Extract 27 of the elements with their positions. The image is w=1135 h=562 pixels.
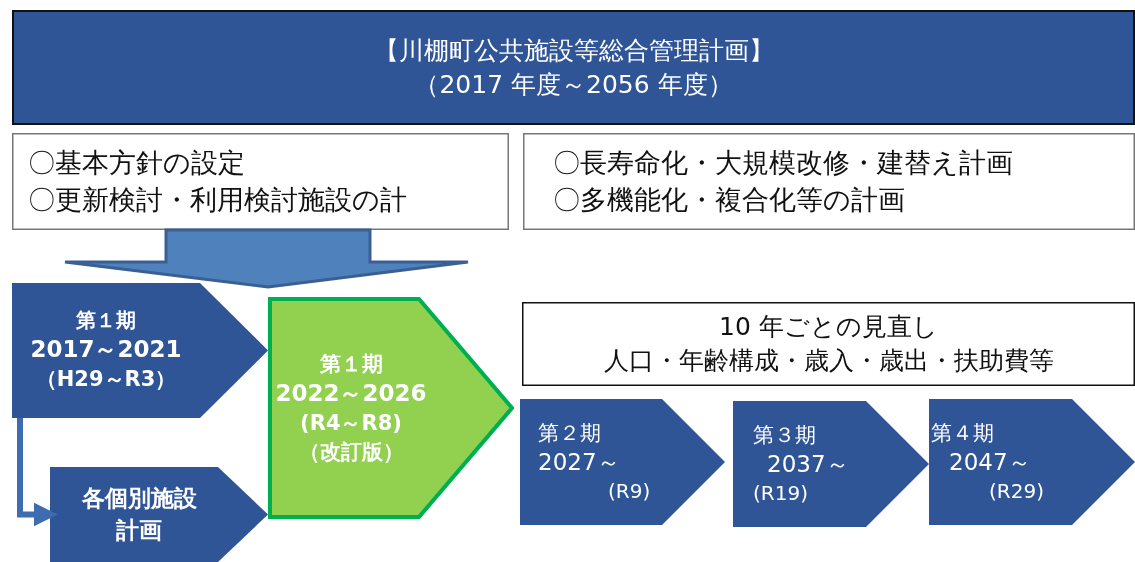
- arrow: [17, 418, 58, 527]
- node-text: 第１期: [76, 307, 136, 335]
- node-text: (R29): [989, 478, 1044, 506]
- node-text: 2017～2021: [30, 335, 182, 365]
- node-text: 2037～: [767, 450, 849, 480]
- node-text: 〇基本方針の設定: [28, 146, 245, 181]
- node-text: 2022～2026: [275, 379, 427, 409]
- node-text: 〇更新検討・利用検討施設の計: [28, 182, 407, 217]
- node-text: 各個別施設計画: [81, 484, 197, 545]
- block-arrow: [63, 228, 470, 289]
- node-text: 人口・年齢構成・歳入・歳出・扶助費等: [603, 345, 1054, 377]
- node-text: 2027～: [538, 448, 620, 478]
- node-text: 〇長寿命化・大規模改修・建替え計画: [553, 146, 1013, 181]
- node-text: 第２期: [538, 419, 601, 447]
- node-text: 2047～: [949, 448, 1031, 478]
- node-text: (R19): [753, 480, 808, 508]
- node-text: （2017 年度～2056 年度）: [414, 68, 733, 101]
- node-text: 第４期: [931, 419, 994, 447]
- node-text: 第１期: [319, 350, 383, 378]
- node-text: （H29～R3）: [35, 366, 177, 394]
- node-text: （改訂版）: [298, 438, 404, 466]
- title-text: 【川棚町公共施設等総合管理計画】: [373, 34, 774, 67]
- node-text: 第３期: [753, 421, 816, 449]
- node-text: (R4～R8): [300, 410, 402, 438]
- node-text: 〇多機能化・複合化等の計画: [553, 182, 905, 217]
- node-text: (R9): [608, 478, 651, 506]
- node-text: 10 年ごとの見直し: [719, 311, 938, 344]
